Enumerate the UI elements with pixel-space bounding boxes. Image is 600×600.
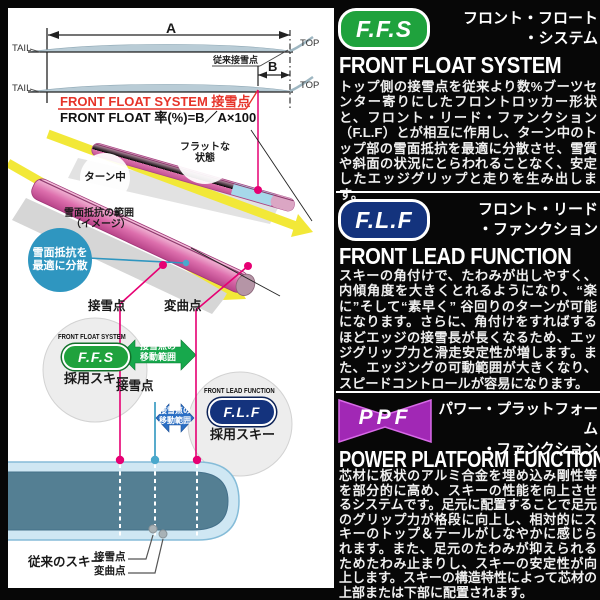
bubble-line2: 最適に分散 (32, 260, 88, 272)
blue-arrow-line1: 接雪点の (159, 406, 191, 415)
bottom-inflection-label: 変曲点 (94, 565, 126, 577)
top-label-1: TOP (300, 38, 320, 49)
ppf-logo-text: PPF (358, 406, 412, 429)
green-arrow-label: 接雪点の 移動範囲 (133, 341, 183, 362)
ffs-logo-diagram: F.F.S (62, 344, 130, 370)
ffs-title-line1: フロント・フロート (462, 10, 598, 27)
flat-state-line2: 状態 (195, 153, 215, 164)
flf-logo: F.L.F (338, 199, 430, 241)
ffs-logo: F.F.S (338, 8, 430, 50)
ppf-body: 芯材に板状のアルミ合金を埋め込み剛性等を部分的に高め、スキーの性能を向上させるシ… (339, 468, 597, 600)
contact-point-label-2: 接雪点 (116, 379, 154, 393)
section-divider-2 (336, 391, 600, 393)
flf-title: フロント・リード ・ファンクション (478, 199, 598, 240)
diagram-panel: A TAIL TOP 従来接雪点 TAIL TOP B FRONT FLOAT … (8, 8, 334, 588)
inflection-point-label: 変曲点 (164, 299, 202, 313)
flat-state-label: フラットな 状態 (177, 142, 233, 164)
ffs-body: トップ側の接雪点を従来より数%ブーツセンター寄りにしたフロントロッカー形状と、フ… (339, 79, 597, 202)
green-arrow-line2: 移動範囲 (139, 351, 176, 362)
flf-title-line1: フロント・リード (477, 201, 598, 218)
ppf-heading: POWER PLATFORM FUNCTION (339, 446, 600, 472)
flf-body: スキーの角付けで、たわみが出しやすく、内傾角度を大きくとれるようになり、“楽に”… (339, 268, 597, 391)
green-arrow-line1: 接雪点の (139, 341, 176, 351)
resistance-range-line1: 雪面抵抗の範囲 (64, 208, 134, 219)
ffs-formula-label: FRONT FLOAT 率(%)=B／A×100 (60, 110, 257, 125)
ppf-logo: PPF (338, 398, 432, 444)
bubble-line1: 雪面抵抗を (32, 247, 88, 259)
ffs-system-name: FRONT FLOAT SYSTEM (58, 334, 126, 341)
diagram-graphics (8, 28, 314, 574)
ffs-title: フロント・フロート ・システム (463, 8, 598, 49)
resistance-bubble-label: 雪面抵抗を 最適に分散 (29, 247, 91, 273)
dim-b-label: B (268, 59, 278, 74)
conventional-contact-label: 従来接雪点 (213, 55, 259, 65)
flf-adopted-label: 採用スキー (210, 427, 276, 442)
ffs-contact-label: FRONT FLOAT SYSTEM 接雪点 (60, 94, 251, 109)
info-panel: F.F.S フロント・フロート ・システム FRONT FLOAT SYSTEM… (336, 0, 600, 600)
section-divider-1 (336, 191, 600, 193)
blue-arrow-label: 接雪点の 移動範囲 (158, 406, 192, 425)
tail-label-2: TAIL (12, 83, 32, 94)
bottom-contact-label: 接雪点 (94, 551, 126, 563)
conventional-ski-label: 従来のスキー (28, 555, 104, 569)
ffs-adopted-label: 採用スキー (64, 371, 130, 386)
flf-system-name: FRONT LEAD FUNCTION (204, 388, 275, 395)
during-turn-label: ターン中 (84, 171, 126, 183)
flf-title-line2: ・ファンクション (477, 221, 598, 238)
resistance-range-label: 雪面抵抗の範囲 （イメージ） (64, 208, 134, 230)
ffs-title-line2: ・システム (523, 30, 598, 47)
ppf-logo-shape (338, 398, 432, 444)
ppf-title: パワー・プラットフォーム ・ファンクション (432, 399, 599, 460)
dim-a-label: A (166, 20, 177, 36)
section-ffs-header: F.F.S フロント・フロート ・システム (338, 8, 598, 50)
resistance-range-line2: （イメージ） (71, 219, 131, 230)
section-ppf-header: PPF パワー・プラットフォーム ・ファンクション (338, 398, 599, 460)
ppf-title-line1: パワー・プラットフォーム (438, 402, 599, 438)
section-flf-header: F.L.F フロント・リード ・ファンクション (338, 199, 598, 241)
contact-point-label-1: 接雪点 (88, 299, 126, 313)
ppf-title-line2: ・ファンクション (482, 442, 598, 458)
flf-logo-diagram: F.L.F (208, 398, 276, 426)
tail-label-1: TAIL (12, 43, 32, 54)
ffs-heading: FRONT FLOAT SYSTEM (339, 52, 562, 78)
blue-arrow-line2: 移動範囲 (159, 415, 191, 425)
top-label-2: TOP (300, 80, 320, 91)
flat-state-line1: フラットな (180, 142, 230, 153)
flf-heading: FRONT LEAD FUNCTION (339, 243, 572, 269)
